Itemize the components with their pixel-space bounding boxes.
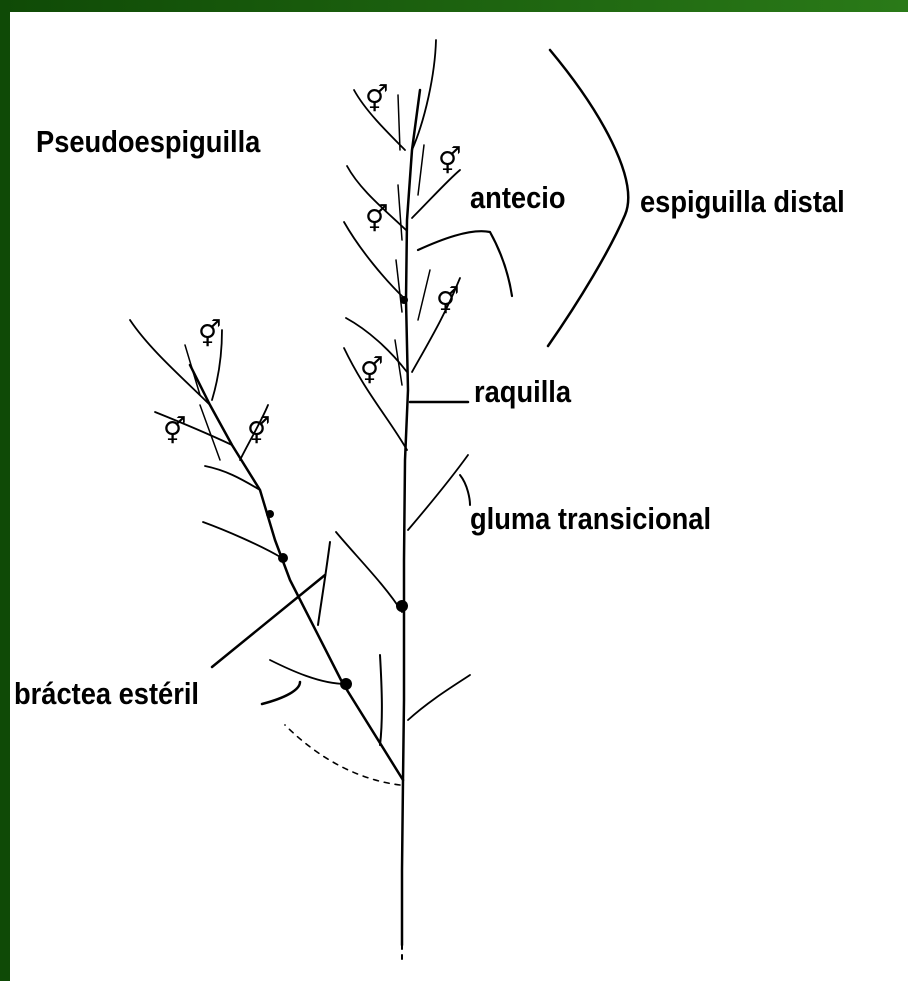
pointer-gluma — [460, 475, 470, 505]
main-axis — [402, 90, 420, 945]
node-dot-4 — [266, 510, 274, 518]
label-raquilla: raquilla — [474, 376, 571, 407]
label-bractea-esteril: bráctea estéril — [14, 678, 199, 709]
flower-symbol-7: ⚥ — [163, 416, 186, 447]
glume-left-main — [336, 532, 402, 612]
pointer-bractea — [212, 575, 325, 667]
node-dot-5 — [400, 296, 408, 304]
lemma-2-right — [412, 170, 460, 218]
flower-symbol-8: ⚥ — [247, 416, 270, 447]
dashed-bract — [285, 725, 400, 785]
pointer-bractea-2 — [262, 682, 300, 704]
flower-symbol-1: ⚥ — [365, 84, 388, 115]
palea-3 — [396, 260, 402, 312]
palea-1 — [398, 95, 400, 150]
flower-symbol-2: ⚥ — [438, 146, 461, 177]
sterile-bract-1 — [318, 542, 330, 625]
palea-2 — [398, 185, 402, 240]
flower-symbol-4: ⚥ — [436, 286, 459, 317]
transitional-glume — [408, 455, 468, 530]
flower-symbol-3: ⚥ — [365, 204, 388, 235]
node-dot-3 — [278, 553, 288, 563]
palea-4 — [395, 340, 402, 385]
sterile-bract-2 — [380, 655, 382, 745]
flower-symbol-6: ⚥ — [198, 319, 221, 350]
node-dot-2 — [340, 678, 352, 690]
sterile-bract-lower — [270, 660, 346, 684]
node-dot-1 — [396, 600, 408, 612]
transitional-glume-lower — [408, 675, 470, 720]
flower-symbol-5: ⚥ — [360, 356, 383, 387]
label-pseudoespiguilla: Pseudoespiguilla — [36, 126, 260, 157]
lemma-top-right — [412, 40, 436, 150]
palea-r1 — [418, 145, 424, 195]
label-gluma-transicional: gluma transicional — [470, 503, 711, 534]
label-espiguilla-distal: espiguilla distal — [640, 186, 845, 217]
lemma-3-right — [418, 231, 512, 296]
label-antecio: antecio — [470, 182, 566, 213]
palea-r2 — [418, 270, 430, 320]
